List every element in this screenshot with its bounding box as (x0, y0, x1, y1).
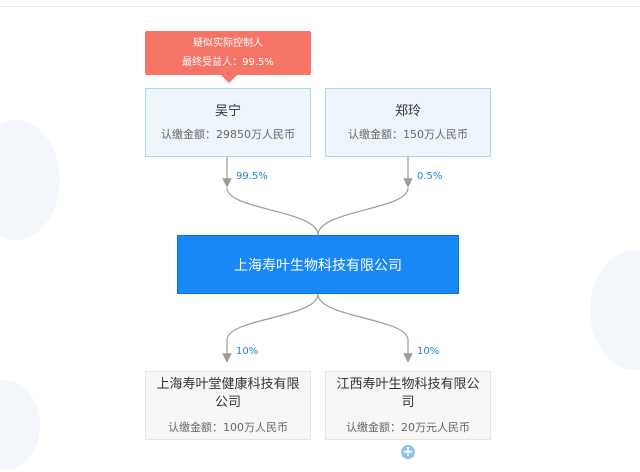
company-name: 上海寿叶生物科技有限公司 (234, 257, 402, 274)
shareholder-node-2[interactable]: 郑玲 认缴金额：150万人民币 (325, 88, 491, 157)
shareholder-name: 吴宁 (214, 103, 241, 119)
top-divider (0, 6, 640, 7)
shareholder-node-1[interactable]: 吴宁 认缴金额：29850万人民币 (145, 88, 311, 157)
shareholder-name: 郑玲 (394, 103, 421, 119)
subsidiary-node-1[interactable]: 上海寿叶堂健康科技有限公司 认缴金额：100万人民币 (145, 371, 311, 440)
edge-sub-2 (317, 293, 413, 363)
badge-pointer (221, 75, 237, 83)
edge-sub-1 (222, 293, 319, 363)
plus-circle-icon[interactable]: + (401, 444, 415, 460)
shareholder-amount: 认缴金额：150万人民币 (348, 127, 468, 141)
shareholder-percent-2: 0.5% (417, 171, 443, 182)
edge-holder-1-curve (226, 187, 319, 236)
subsidiary-name: 江西寿叶生物科技有限公司 (336, 376, 480, 410)
edge-holder-2-curve (317, 187, 409, 236)
shareholder-amount: 认缴金额：29850万人民币 (161, 127, 295, 141)
actual-controller-badge: 疑似实际控制人 最终受益人：99.5% (145, 31, 311, 75)
main-company-node[interactable]: 上海寿叶生物科技有限公司 (177, 235, 459, 294)
badge-title: 疑似实际控制人 (193, 38, 263, 49)
badge-beneficiary: 最终受益人：99.5% (182, 57, 274, 68)
subsidiary-node-2[interactable]: 江西寿叶生物科技有限公司 认缴金额：20万元人民币 (325, 371, 491, 440)
subsidiary-amount: 认缴金额：100万人民币 (168, 420, 288, 434)
subsidiary-percent-1: 10% (236, 346, 259, 357)
shareholder-percent-1: 99.5% (236, 171, 268, 182)
subsidiary-amount: 认缴金额：20万元人民币 (346, 420, 470, 434)
subsidiary-name: 上海寿叶堂健康科技有限公司 (156, 376, 300, 410)
subsidiary-percent-2: 10% (417, 346, 440, 357)
